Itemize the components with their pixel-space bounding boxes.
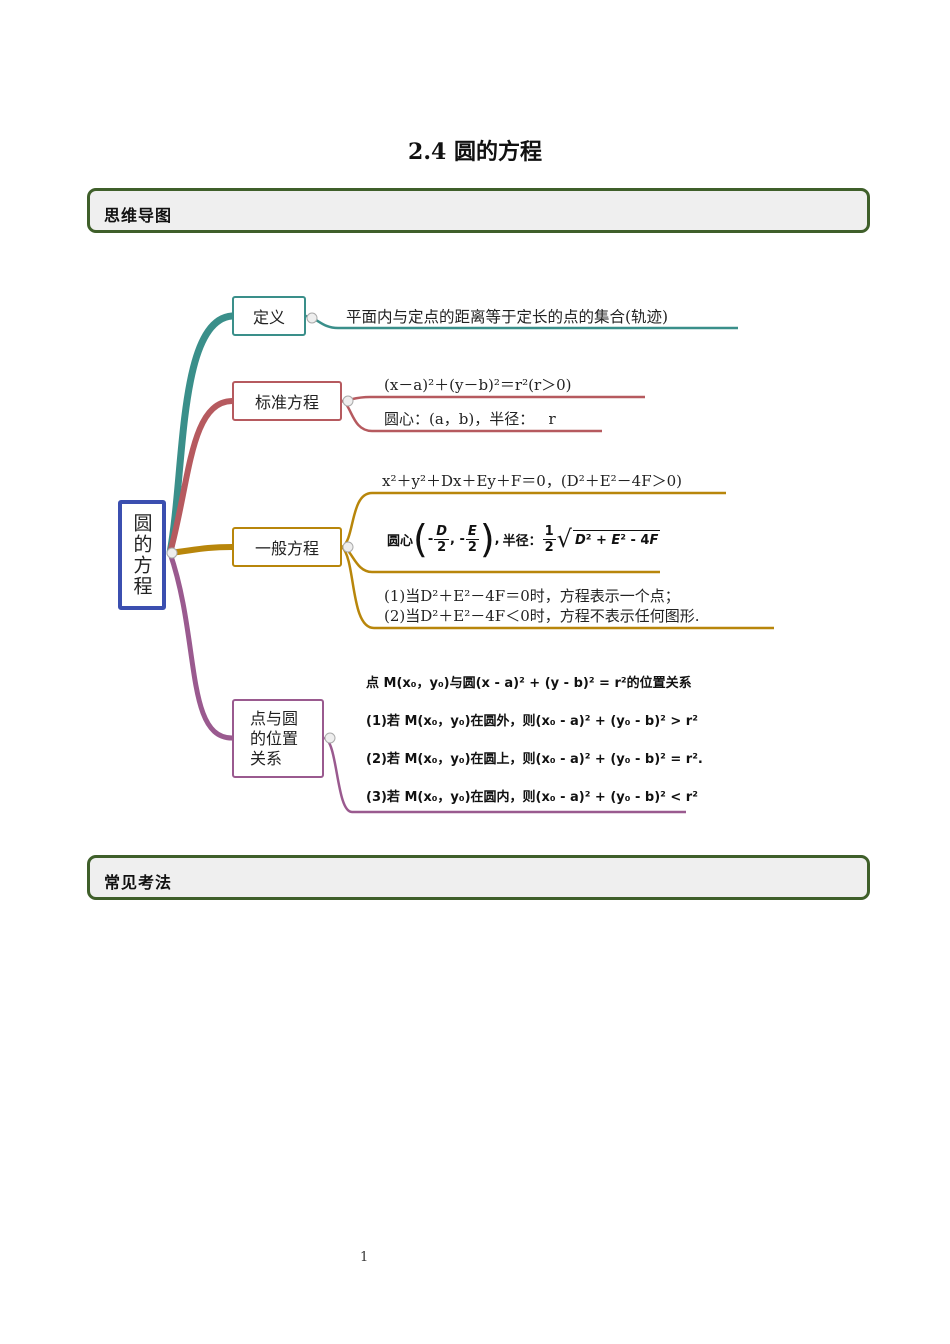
section-label: 思维导图 xyxy=(104,206,173,225)
general-note-2: (2)当D²＋E²－4F＜0时，方程不表示任何图形. xyxy=(384,607,700,625)
left-bracket-icon: ( xyxy=(413,517,428,561)
mindmap-connectors xyxy=(166,312,774,814)
general-equation: x²＋y²＋Dx＋Ey＋F＝0，(D²＋E²－4F＞0) xyxy=(382,472,683,490)
junction-general xyxy=(342,541,354,553)
node-position: 点与圆的位置关系 xyxy=(232,699,324,778)
connector-general-notes xyxy=(341,546,774,630)
connector-general xyxy=(167,544,235,556)
general-radius-label: 半径： xyxy=(502,533,542,549)
general-center-label: 圆心 xyxy=(387,533,414,549)
right-bracket-icon: ) xyxy=(479,517,495,561)
page-number: 1 xyxy=(360,1250,369,1265)
position-case-3: (3)若 M(x₀，y₀)在圆内，则(x₀ - a)² + (y₀ - b)² … xyxy=(366,790,698,805)
position-case-2: (2)若 M(x₀，y₀)在圆上，则(x₀ - a)² + (y₀ - b)² … xyxy=(366,752,703,767)
node-definition-label: 定义 xyxy=(252,308,285,327)
section-label: 常见考法 xyxy=(104,873,173,892)
junction-definition xyxy=(306,312,318,324)
connector-position xyxy=(167,550,235,741)
mindmap-root-label: 圆的方程 xyxy=(130,513,153,597)
section-header-common: 常见考法 xyxy=(87,855,870,900)
connector-definition xyxy=(166,312,236,557)
position-case-1: (1)若 M(x₀，y₀)在圆外，则(x₀ - a)² + (y₀ - b)² … xyxy=(366,714,698,729)
junction-position xyxy=(324,732,336,744)
node-definition: 定义 xyxy=(232,296,306,336)
section-header-mindmap: 思维导图 xyxy=(87,188,870,233)
page-title: 2.4 圆的方程 xyxy=(408,139,542,165)
junction-root xyxy=(166,547,178,559)
node-standard: 标准方程 xyxy=(232,381,342,421)
radius-radicand: D² + E² - 4F xyxy=(572,530,661,548)
sqrt-icon: √ xyxy=(556,525,572,553)
node-standard-label: 标准方程 xyxy=(254,393,319,412)
junction-standard xyxy=(342,395,354,407)
standard-center-radius: 圆心：(a，b)，半径： r xyxy=(384,410,556,428)
position-heading: 点 M(x₀，y₀)与圆(x - a)² + (y - b)² = r²的位置关… xyxy=(366,676,692,691)
node-general: 一般方程 xyxy=(232,527,342,567)
general-note-1: (1)当D²＋E²－4F＝0时，方程表示一个点； xyxy=(384,587,680,605)
connector-standard xyxy=(167,398,235,556)
connector-standard-item-1 xyxy=(341,395,645,403)
standard-equation: (x－a)²＋(y－b)²＝r²(r＞0) xyxy=(384,376,572,394)
node-general-label: 一般方程 xyxy=(254,539,319,558)
mindmap-root: 圆的方程 xyxy=(118,500,166,610)
node-position-label: 点与圆的位置关系 xyxy=(250,708,299,768)
definition-text: 平面内与定点的距离等于定长的点的集合(轨迹) xyxy=(346,308,669,326)
